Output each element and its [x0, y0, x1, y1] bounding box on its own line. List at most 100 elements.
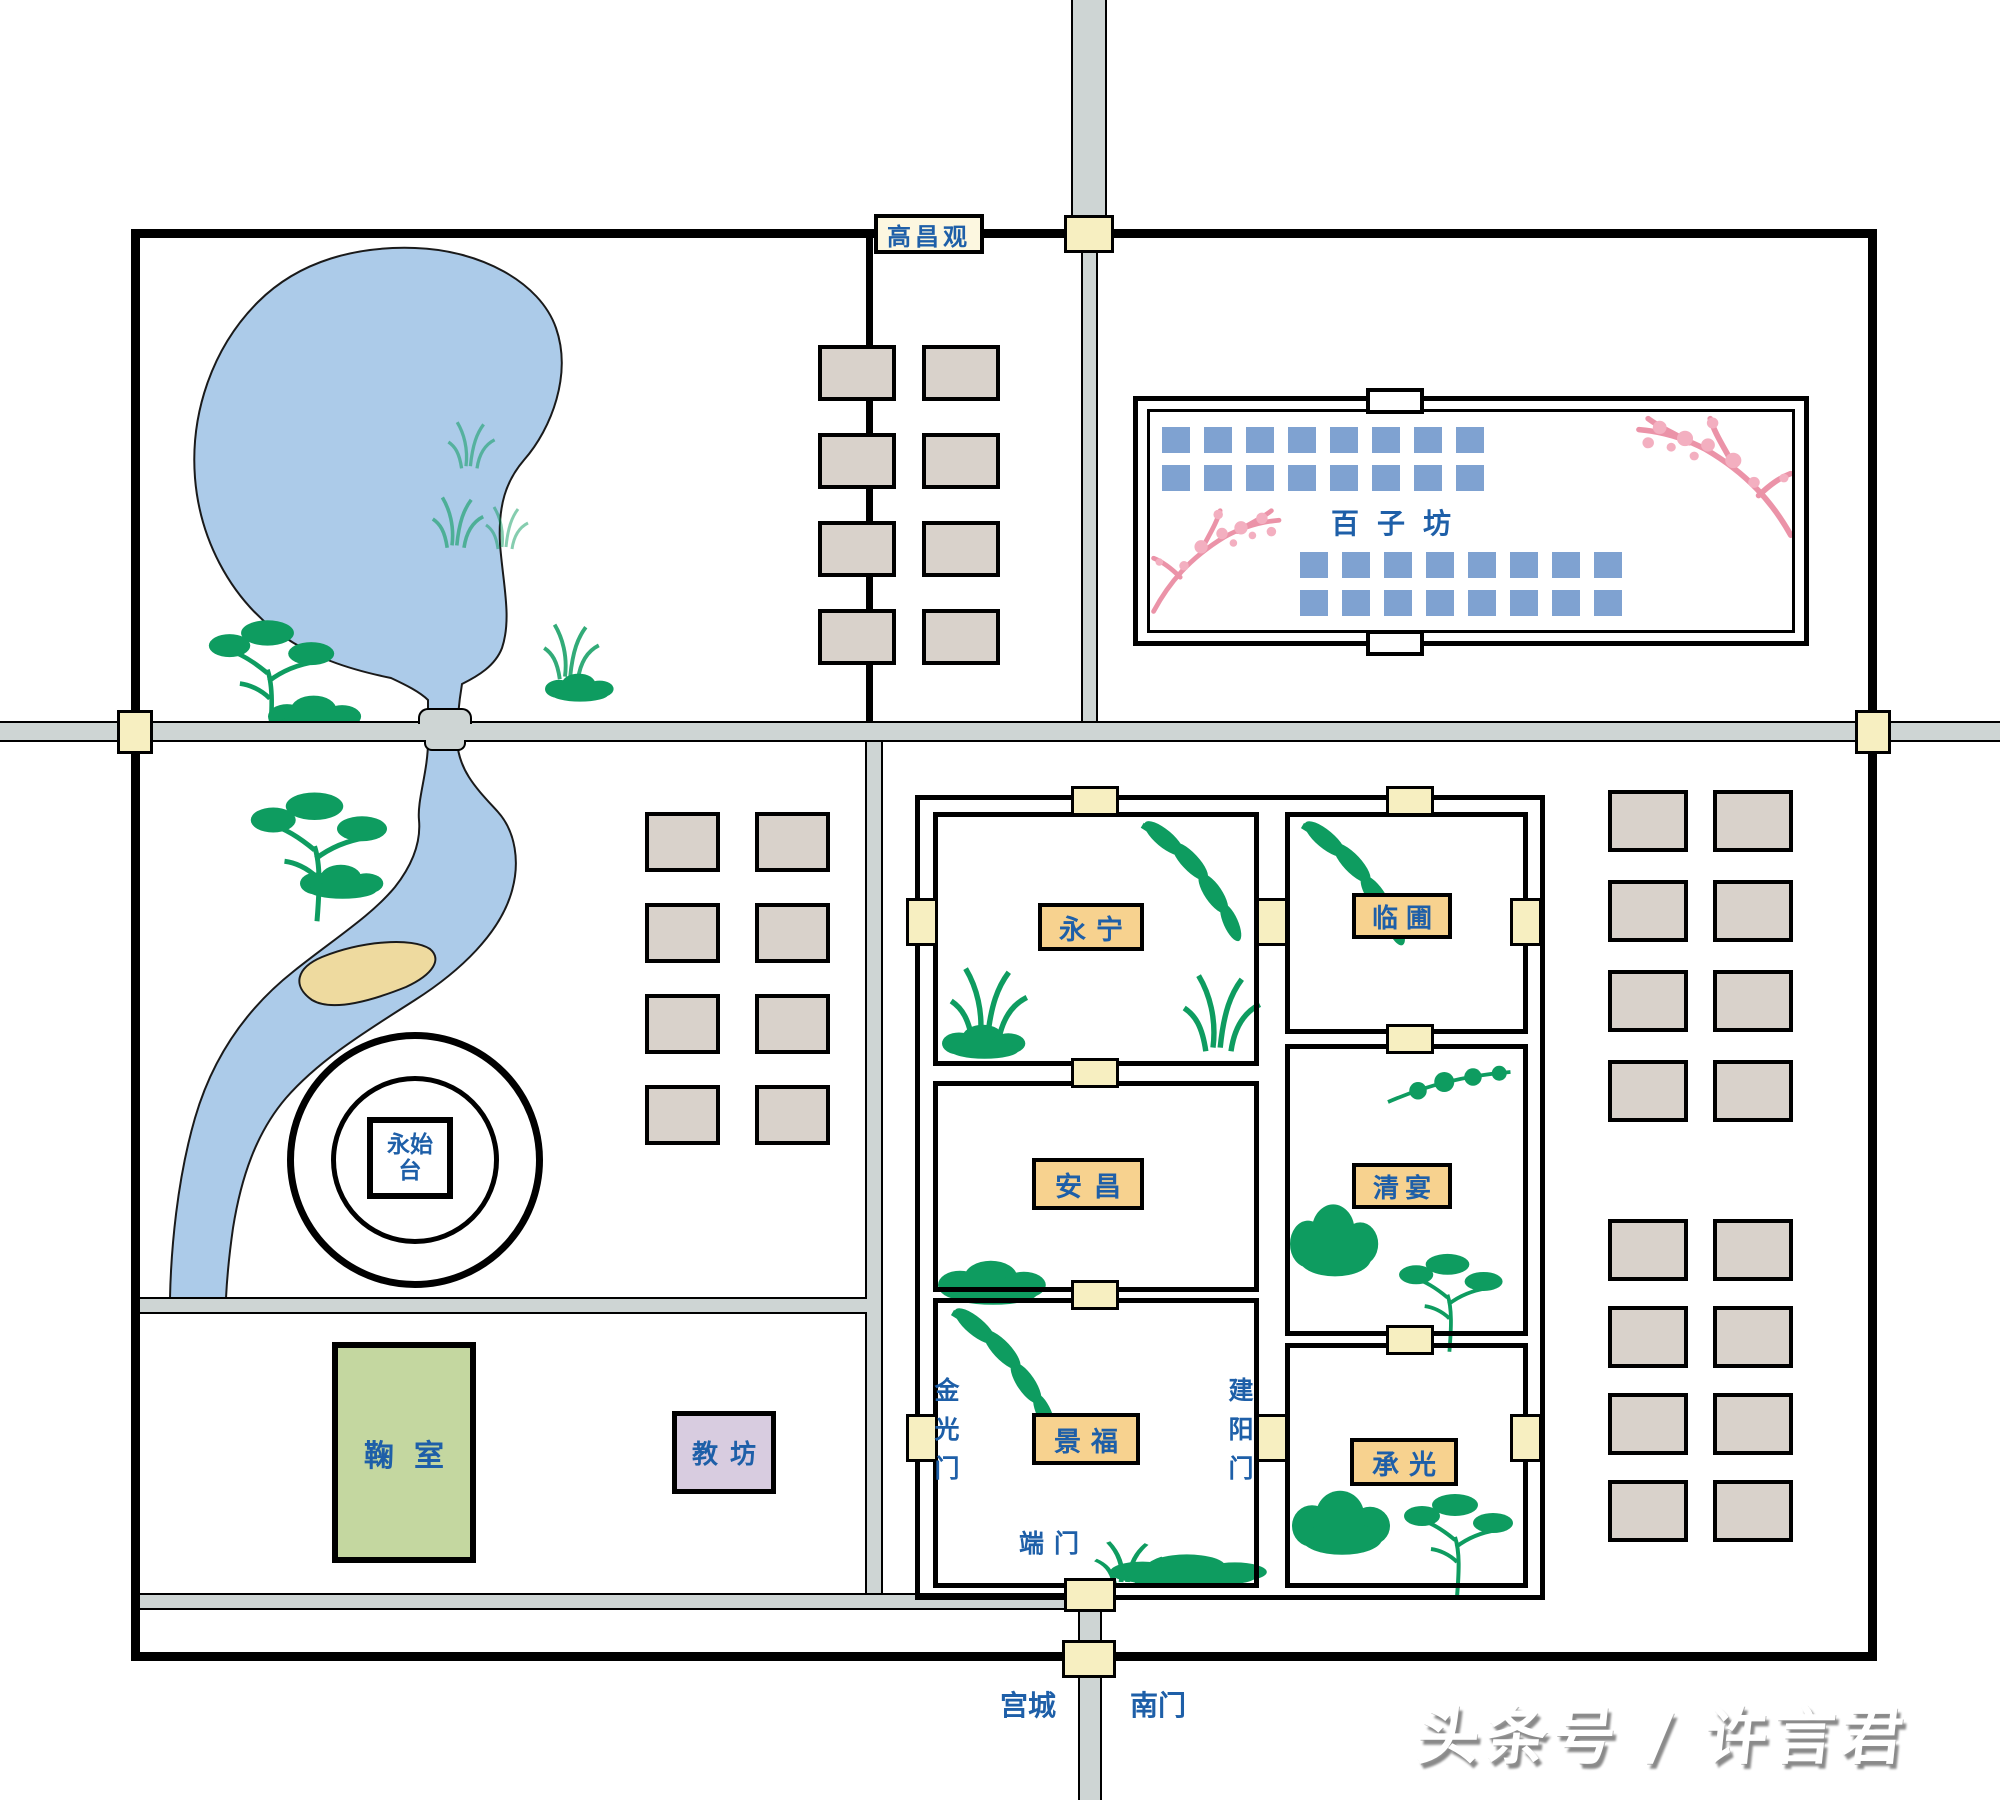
anchang-jingfu-gate — [1071, 1280, 1119, 1310]
building-block — [1426, 590, 1454, 616]
building-block — [922, 609, 1000, 665]
compound-east-gate-south — [1510, 1414, 1542, 1462]
baizifang-inner-wall — [1147, 409, 1795, 633]
yongshitai-label-line1: 永始 — [387, 1131, 433, 1158]
duan-gate — [1064, 1578, 1116, 1612]
building-block — [1162, 465, 1190, 491]
jiaofang-building: 教坊 — [672, 1411, 776, 1494]
jinguang-gate — [906, 1414, 938, 1462]
building-block — [1342, 590, 1370, 616]
building-block — [922, 521, 1000, 577]
river-island — [298, 941, 437, 1007]
building-block — [1552, 590, 1580, 616]
yongshitai-inner-ring — [331, 1076, 499, 1244]
south-gate-label-left: 宫城 — [1000, 1689, 1057, 1722]
building-block — [1608, 880, 1688, 942]
building-block — [1713, 1393, 1793, 1455]
inner-north-road — [1081, 248, 1098, 723]
baizifang-outer-wall — [1133, 396, 1809, 646]
building-block — [818, 521, 896, 577]
building-block — [818, 433, 896, 489]
qingyan-label: 清宴 — [1352, 1163, 1452, 1209]
building-block — [1713, 970, 1793, 1032]
building-block — [1608, 1219, 1688, 1281]
building-block — [1300, 552, 1328, 578]
building-block — [645, 812, 720, 872]
building-block — [818, 345, 896, 401]
building-block — [1384, 552, 1412, 578]
building-block — [1594, 552, 1622, 578]
east-west-avenue — [0, 721, 2000, 742]
building-block — [1552, 552, 1580, 578]
linpu-qingyan-gate — [1386, 1024, 1434, 1054]
building-block — [755, 903, 830, 963]
building-block — [1330, 427, 1358, 453]
south-avenue — [1078, 1593, 1102, 1800]
building-block — [1608, 1306, 1688, 1368]
building-block — [1608, 790, 1688, 852]
west-cross-road — [140, 1297, 867, 1314]
watermark: 头条号 / 许言君 — [1413, 1700, 1914, 1773]
compound-middle-gate-north — [1256, 898, 1288, 946]
north-city-gate — [1064, 215, 1114, 253]
building-block — [1713, 880, 1793, 942]
yongshitai-outer-ring — [287, 1032, 543, 1288]
building-block — [1342, 552, 1370, 578]
building-block — [1468, 552, 1496, 578]
building-block — [1608, 1393, 1688, 1455]
building-block — [1414, 465, 1442, 491]
building-block — [1426, 552, 1454, 578]
building-block — [1372, 465, 1400, 491]
building-block — [1246, 427, 1274, 453]
chengguang-label: 承光 — [1350, 1438, 1458, 1486]
building-block — [922, 433, 1000, 489]
building-block — [1330, 465, 1358, 491]
building-block — [1510, 590, 1538, 616]
yongshitai-hall: 永始 台 — [367, 1117, 453, 1199]
west-city-gate — [117, 710, 153, 754]
building-grid-west — [645, 812, 830, 1145]
yongning-label: 永宁 — [1038, 903, 1144, 951]
building-block — [1204, 465, 1232, 491]
anchang-label: 安昌 — [1032, 1158, 1144, 1210]
building-block — [1594, 590, 1622, 616]
south-gate-label: 宫城 南门 — [1000, 1684, 1186, 1724]
inner-compound-wall — [915, 795, 1545, 1600]
yongning-anchang-gate — [1071, 1058, 1119, 1088]
river-bridge — [424, 740, 466, 751]
baizifang-north-gate — [1366, 388, 1424, 414]
building-block — [1384, 590, 1412, 616]
north-avenue — [1071, 0, 1107, 232]
building-block — [1713, 1306, 1793, 1368]
building-block — [1713, 1219, 1793, 1281]
building-block — [755, 812, 830, 872]
building-block — [755, 994, 830, 1054]
baizifang-houses-top — [1162, 427, 1484, 491]
building-block — [1456, 465, 1484, 491]
building-block — [1162, 427, 1190, 453]
building-block — [755, 1085, 830, 1145]
central-road — [865, 742, 883, 1600]
building-block — [1713, 790, 1793, 852]
building-block — [1204, 427, 1232, 453]
building-block — [1246, 465, 1274, 491]
building-block — [1456, 427, 1484, 453]
building-block — [1468, 590, 1496, 616]
building-block — [645, 1085, 720, 1145]
compound-north-gate-east — [1386, 786, 1434, 816]
building-grid-east-top — [1608, 790, 1793, 1122]
building-block — [645, 903, 720, 963]
building-grid-east-bottom — [1608, 1219, 1793, 1542]
south-city-gate — [1062, 1640, 1116, 1678]
building-block — [1608, 1480, 1688, 1542]
yongshitai-label-line2: 台 — [398, 1158, 422, 1184]
building-block — [1608, 1060, 1688, 1122]
compound-west-gate-north — [906, 898, 938, 946]
compound-north-gate-west — [1071, 786, 1119, 816]
compound-east-gate-north — [1510, 898, 1542, 946]
building-block — [1713, 1060, 1793, 1122]
building-block — [1713, 1480, 1793, 1542]
building-block — [1300, 590, 1328, 616]
building-block — [1372, 427, 1400, 453]
